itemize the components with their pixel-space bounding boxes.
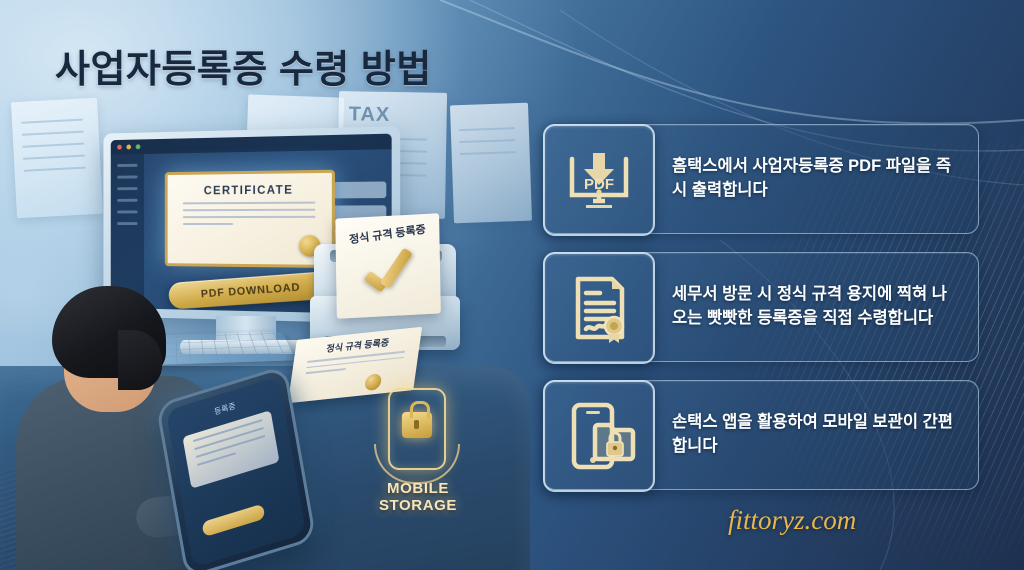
certificate-title: CERTIFICATE bbox=[203, 184, 294, 198]
phone-save-button[interactable] bbox=[201, 503, 266, 538]
method-card-certificate-text: 세무서 방문 시 정식 규격 용지에 찍혀 나오는 빳빳한 등록증을 직접 수령… bbox=[672, 285, 947, 327]
method-card-pdf-text: 홈택스에서 사업자등록증 PDF 파일을 즉시 출력합니다 bbox=[672, 157, 952, 199]
window-dot-green bbox=[135, 144, 141, 150]
phone-screen: 등록증 bbox=[165, 376, 307, 568]
mobile-folder-lock-icon-tile bbox=[543, 380, 655, 492]
mobile-storage-line1: MOBILE bbox=[387, 480, 449, 497]
checkmark-icon bbox=[360, 254, 418, 298]
method-card-pdf[interactable]: PDF 홈택스에서 사업자등록증 PDF 파일을 즉시 출력합니다 bbox=[543, 124, 979, 236]
illustration-scene: TAX CER bbox=[0, 91, 533, 570]
mobile-storage-line2: STORAGE bbox=[378, 497, 458, 515]
method-card-mobile[interactable]: 손택스 앱을 활용하여 모바일 보관이 간편합니다 bbox=[543, 380, 979, 492]
tax-label: TAX bbox=[348, 103, 391, 126]
badge-sync-arc bbox=[374, 444, 460, 484]
certificate-seal-document-icon-tile bbox=[543, 252, 655, 364]
ghost-document-1 bbox=[11, 97, 103, 219]
method-card-certificate[interactable]: 세무서 방문 시 정식 규격 용지에 찍혀 나오는 빳빳한 등록증을 직접 수령… bbox=[543, 252, 979, 364]
method-card-mobile-text: 손택스 앱을 활용하여 모바일 보관이 간편합니다 bbox=[672, 413, 953, 455]
person-hair bbox=[52, 286, 166, 390]
window-dot-yellow bbox=[126, 144, 132, 150]
lock-icon bbox=[402, 401, 432, 438]
pdf-monitor-download-icon: PDF bbox=[569, 153, 629, 208]
printed-certificate: 정식 규격 등록증 bbox=[335, 213, 441, 319]
mobile-storage-label: MOBILE STORAGE bbox=[358, 480, 478, 515]
window-title-bar bbox=[110, 133, 392, 155]
printed-certificate-label: 정식 규격 등록증 bbox=[348, 223, 427, 247]
window-dot-red bbox=[117, 144, 122, 150]
method-card-list: PDF 홈택스에서 사업자등록증 PDF 파일을 즉시 출력합니다 세무서 방문… bbox=[543, 124, 979, 508]
certificate-seal-document-icon bbox=[575, 276, 625, 343]
site-watermark: fittoryz.com bbox=[728, 505, 857, 535]
ghost-document-3 bbox=[449, 102, 533, 224]
mobile-storage-badge: MOBILE STORAGE bbox=[358, 388, 478, 538]
pdf-monitor-download-icon-tile: PDF bbox=[543, 124, 655, 236]
pdf-icon-text: PDF bbox=[584, 176, 614, 193]
mobile-folder-lock-icon bbox=[571, 402, 636, 470]
page-title: 사업자등록증 수령 방법 bbox=[55, 49, 432, 91]
